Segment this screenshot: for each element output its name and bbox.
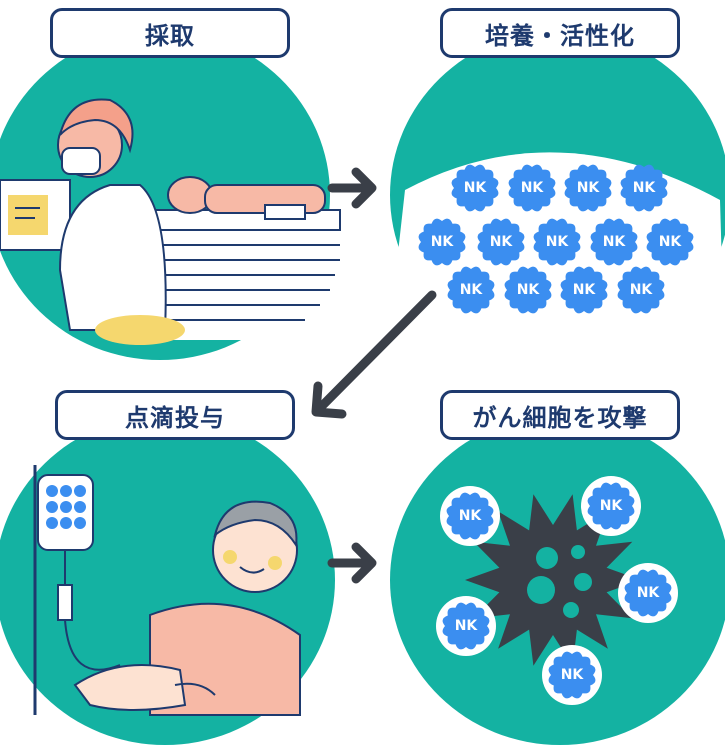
nk-label: NK bbox=[440, 600, 492, 652]
nk-label: NK bbox=[546, 649, 598, 701]
nk-cell: NK bbox=[546, 649, 598, 701]
nk-cell: NK bbox=[416, 216, 468, 268]
nk-label: NK bbox=[585, 480, 637, 532]
nk-cell: NK bbox=[644, 216, 696, 268]
cancer-cell-hole bbox=[563, 602, 579, 618]
cancer-cell-hole bbox=[536, 547, 558, 569]
nk-cell: NK bbox=[444, 490, 496, 542]
cancer-cell-hole bbox=[574, 573, 592, 591]
nk-cell: NK bbox=[475, 216, 527, 268]
nk-label: NK bbox=[618, 162, 670, 214]
nk-cell: NK bbox=[502, 264, 554, 316]
nk-label: NK bbox=[622, 567, 674, 619]
nk-cell: NK bbox=[506, 162, 558, 214]
monitor bbox=[0, 180, 70, 250]
cancer-cell-hole bbox=[571, 545, 585, 559]
nk-label: NK bbox=[558, 264, 610, 316]
nk-label: NK bbox=[562, 162, 614, 214]
step-label: 点滴投与 bbox=[55, 390, 295, 440]
nk-cell: NK bbox=[558, 264, 610, 316]
nk-label: NK bbox=[588, 216, 640, 268]
step-label: 培養・活性化 bbox=[440, 8, 680, 58]
cancer-cell-hole bbox=[527, 576, 555, 604]
step-label: 採取 bbox=[50, 8, 290, 58]
nk-cell: NK bbox=[440, 600, 492, 652]
nk-label: NK bbox=[444, 490, 496, 542]
step-3-panel: 点滴投与 bbox=[0, 385, 340, 725]
nk-label: NK bbox=[644, 216, 696, 268]
nk-label: NK bbox=[502, 264, 554, 316]
nk-label: NK bbox=[615, 264, 667, 316]
nk-cell: NK bbox=[618, 162, 670, 214]
nk-cell: NK bbox=[622, 567, 674, 619]
nk-label: NK bbox=[416, 216, 468, 268]
patient bbox=[75, 502, 300, 715]
nk-label: NK bbox=[449, 162, 501, 214]
nk-label: NK bbox=[475, 216, 527, 268]
bed bbox=[150, 210, 350, 340]
nk-cell: NK bbox=[445, 264, 497, 316]
nk-label: NK bbox=[445, 264, 497, 316]
nk-cell: NK bbox=[585, 480, 637, 532]
nk-cell: NK bbox=[588, 216, 640, 268]
patient bbox=[168, 177, 325, 219]
nk-label: NK bbox=[531, 216, 583, 268]
nk-cell: NK bbox=[531, 216, 583, 268]
nk-cell: NK bbox=[562, 162, 614, 214]
nk-cell: NK bbox=[449, 162, 501, 214]
nk-label: NK bbox=[506, 162, 558, 214]
step-label: がん細胞を攻撃 bbox=[440, 390, 680, 440]
step-1-panel: 採取 bbox=[0, 0, 340, 340]
nk-cell: NK bbox=[615, 264, 667, 316]
